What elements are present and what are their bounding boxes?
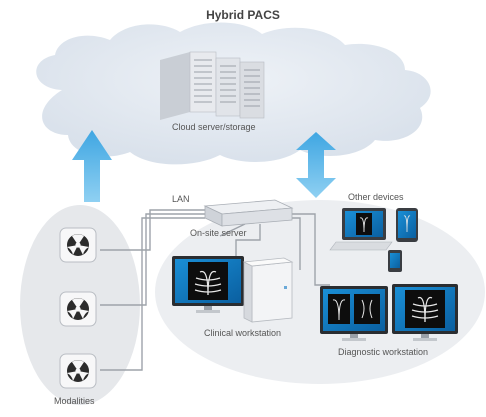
- upload-arrow-icon: [72, 130, 112, 202]
- phone-icon: [388, 250, 402, 272]
- lan-label: LAN: [172, 194, 190, 204]
- clinical-workstation-label: Clinical workstation: [204, 328, 282, 338]
- modality-1-icon: [59, 227, 97, 263]
- clinical-monitor-icon: [172, 256, 244, 313]
- other-devices-label: Other devices: [348, 192, 404, 202]
- tablet-icon: [396, 208, 418, 242]
- modality-2-icon: [59, 291, 97, 327]
- diagnostic-workstation-label: Diagnostic workstation: [338, 347, 429, 357]
- lan-cables: [100, 209, 330, 371]
- modality-3-icon: [59, 353, 97, 389]
- onsite-server-label: On-site server: [190, 228, 247, 238]
- sync-arrow-icon: [296, 132, 336, 198]
- modalities-label: Modalities: [54, 396, 95, 406]
- laptop-icon: [329, 208, 393, 251]
- cloud-label: Cloud server/storage: [172, 122, 256, 132]
- onsite-server-icon: [203, 199, 294, 227]
- page-title: Hybrid PACS: [206, 8, 280, 22]
- diagnostic-monitor-left-icon: [320, 286, 388, 341]
- diagnostic-monitor-right-icon: [392, 284, 458, 341]
- cloud-server-icon: [160, 51, 265, 120]
- tower-pc-icon: [242, 257, 294, 323]
